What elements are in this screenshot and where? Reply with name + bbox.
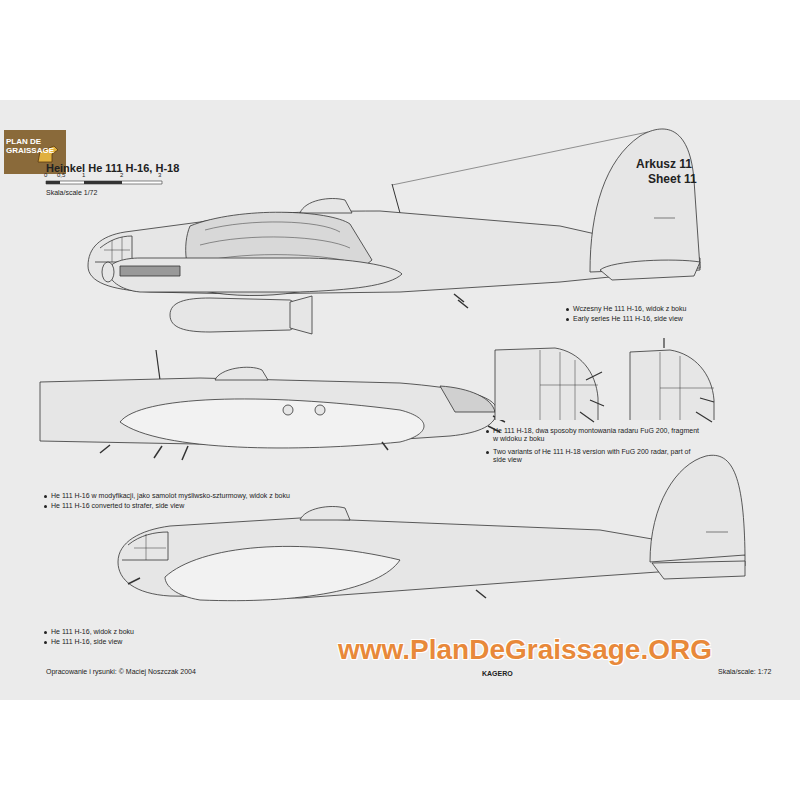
scale-number: 1: [82, 172, 85, 179]
scale-number: 0,5: [57, 172, 65, 179]
scale-number: 2: [120, 172, 123, 179]
author-credit: Opracowanie i rysunki: © Maciej Noszczak…: [46, 668, 196, 676]
view-caption: Early series He 111 H-16, side view: [566, 315, 683, 323]
view-caption: He 111 H-16, widok z boku: [44, 628, 134, 636]
view-caption: Wczesny He 111 H-16, widok z boku: [566, 305, 686, 313]
scale-number: 3: [158, 172, 161, 179]
sheet-number: Arkusz 11: [636, 158, 692, 172]
scale-label: Skala/scale 1/72: [46, 189, 97, 197]
view-caption: He 111 H-16, side view: [44, 638, 122, 646]
view-caption: He 111 H-16 converted to strafer, side v…: [44, 502, 184, 510]
view-caption: He 111 H-18, dwa sposoby montowania rada…: [486, 427, 703, 443]
watermark-logo: PLAN DE GRAISSAGE: [6, 137, 64, 155]
view-caption: Two variants of He 111 H-18 version with…: [486, 448, 703, 464]
sheet-number: Sheet 11: [648, 173, 697, 187]
publisher-name: KAGERO: [482, 670, 513, 678]
watermark-text: www.PlanDeGraissage.ORG: [338, 634, 712, 666]
view-caption: He 111 H-16 w modyfikacji, jako samolot …: [44, 492, 290, 500]
scale-number: 0: [44, 172, 47, 179]
scale-label: Skala/scale: 1:72: [718, 668, 771, 676]
